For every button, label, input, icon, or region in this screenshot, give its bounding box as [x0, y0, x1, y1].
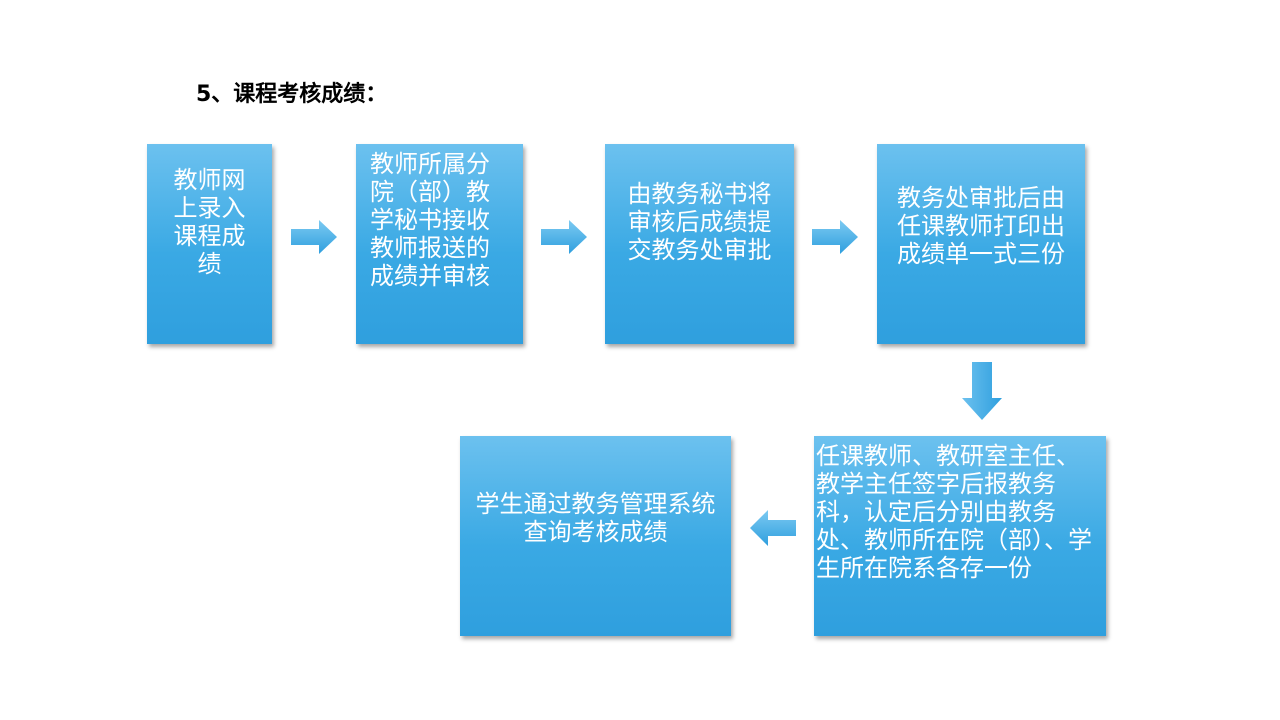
- flow-step-6-text: 学生通过教务管理系统查询考核成绩: [475, 490, 716, 546]
- arrow-down-icon: [962, 362, 1002, 420]
- flow-step-1-text: 教师网上录入课程成绩: [173, 166, 246, 278]
- arrow-right-icon: [541, 220, 587, 254]
- flow-step-6: 学生通过教务管理系统查询考核成绩: [460, 436, 731, 636]
- flow-step-4-text: 教务处审批后由任课教师打印出成绩单一式三份: [897, 184, 1065, 268]
- arrow-right-icon: [291, 220, 337, 254]
- arrow-right-icon: [812, 220, 858, 254]
- flow-step-1: 教师网上录入课程成绩: [147, 144, 272, 344]
- flow-step-2: 教师所属分院（部）教学秘书接收教师报送的成绩并审核: [356, 144, 523, 344]
- flow-step-4: 教务处审批后由任课教师打印出成绩单一式三份: [877, 144, 1085, 344]
- flow-step-5-text: 任课教师、教研室主任、教学主任签字后报教务科，认定后分别由教务处、教师所在院（部…: [816, 442, 1092, 582]
- flow-step-3: 由教务秘书将审核后成绩提交教务处审批: [605, 144, 794, 344]
- flow-step-2-text: 教师所属分院（部）教学秘书接收教师报送的成绩并审核: [370, 150, 490, 290]
- flow-step-3-text: 由教务秘书将审核后成绩提交教务处审批: [627, 180, 772, 264]
- slide-title: 5、课程考核成绩：: [196, 82, 388, 107]
- flow-step-5: 任课教师、教研室主任、教学主任签字后报教务科，认定后分别由教务处、教师所在院（部…: [814, 436, 1106, 636]
- arrow-left-icon: [750, 510, 796, 546]
